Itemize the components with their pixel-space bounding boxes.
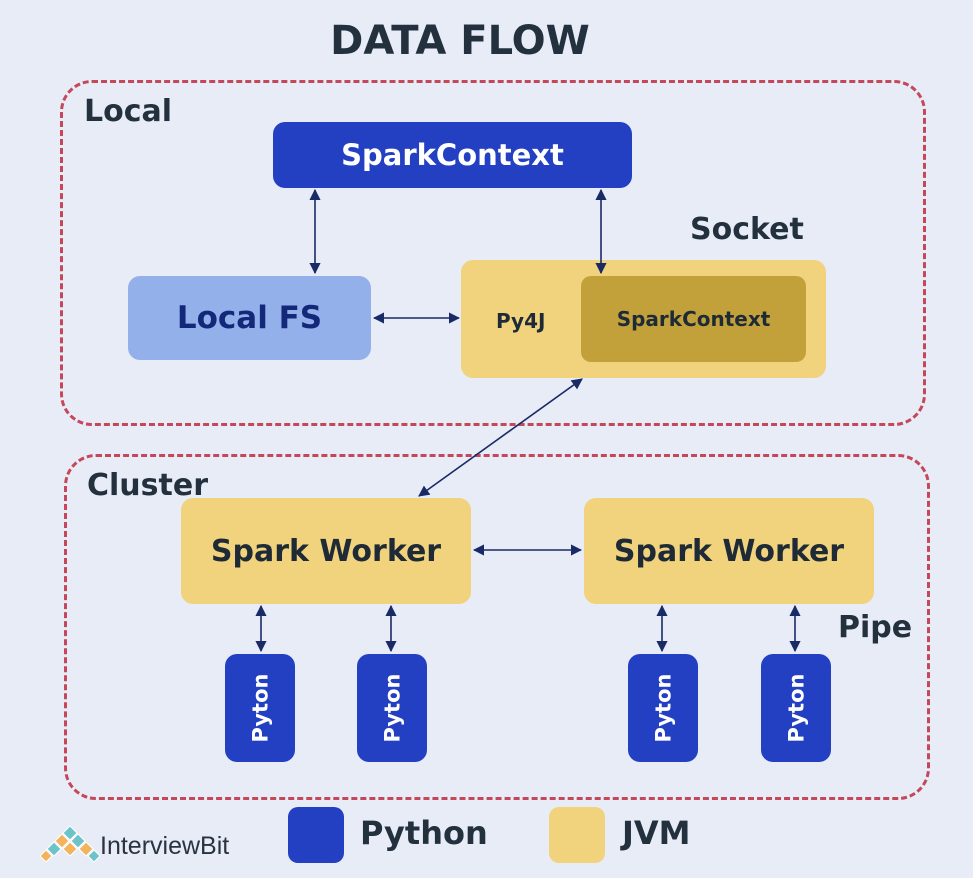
python-process-node: Pyton: [761, 654, 831, 762]
pipe-label: Pipe: [838, 610, 913, 645]
python-process-node: Pyton: [357, 654, 427, 762]
legend-python-label: Python: [360, 814, 488, 852]
socket-label: Socket: [690, 212, 804, 247]
legend-python-swatch: [288, 807, 344, 863]
spark-worker-node: Spark Worker: [584, 498, 874, 604]
spark-worker-label: Spark Worker: [210, 533, 442, 569]
py4j-label: Py4J: [496, 309, 546, 333]
arrow-py4j-worker: [418, 378, 583, 497]
interviewbit-logo-icon: [40, 826, 100, 862]
spark-context-node: SparkContext: [273, 122, 632, 188]
spark-worker-label: Spark Worker: [613, 533, 845, 569]
spark-context-label: SparkContext: [341, 138, 564, 172]
cluster-region-label: Cluster: [87, 468, 208, 503]
spark-worker-node: Spark Worker: [181, 498, 471, 604]
legend-jvm-swatch: [549, 807, 605, 863]
local-fs-label: Local FS: [176, 300, 323, 336]
py4j-jvm-node: Py4J SparkContext: [461, 260, 826, 378]
local-fs-node: Local FS: [128, 276, 371, 360]
python-process-node: Pyton: [225, 654, 295, 762]
legend-jvm-label: JVM: [622, 814, 691, 852]
interviewbit-brand-name: InterviewBit: [100, 832, 230, 860]
python-process-node: Pyton: [628, 654, 698, 762]
diagram-title: DATA FLOW: [330, 18, 590, 64]
jvm-spark-context-label: SparkContext: [616, 307, 771, 331]
local-region-label: Local: [84, 94, 173, 129]
jvm-spark-context-node: SparkContext: [581, 276, 806, 362]
